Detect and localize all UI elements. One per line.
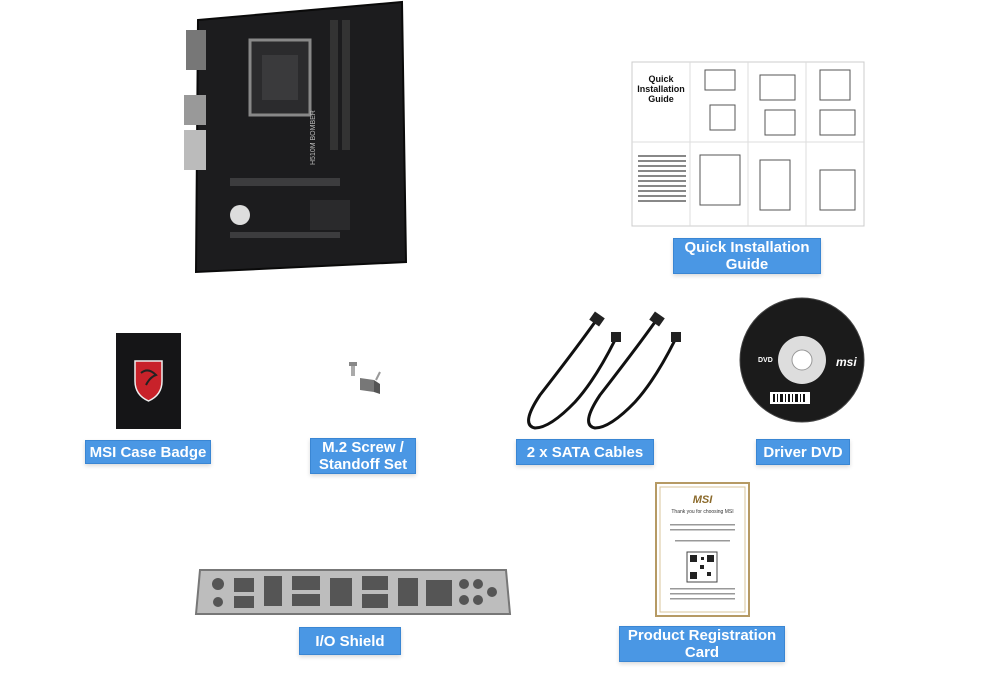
dvd-logo: DVD [758, 357, 773, 364]
driver-dvd-label: Driver DVD [756, 439, 850, 465]
sata-cables-label: 2 x SATA Cables [516, 439, 654, 465]
registration-card-label: Product Registration Card [619, 626, 785, 662]
case-badge-image [116, 333, 181, 429]
io-shield-label: I/O Shield [299, 627, 401, 655]
m2-screw-label: M.2 Screw / Standoff Set [310, 438, 416, 474]
guide-label: Quick Installation Guide [673, 238, 821, 274]
driver-dvd-image: msi DVD [738, 296, 866, 424]
motherboard-model: H510M BOMBER [310, 110, 317, 165]
card-brand: MSI [692, 494, 713, 506]
sata-cables-image [515, 310, 685, 435]
m2-screw-image [340, 358, 390, 398]
io-shield-image [194, 566, 512, 618]
case-badge-label: MSI Case Badge [85, 440, 211, 464]
motherboard-image: H510M BOMBER [180, 0, 410, 275]
guide-cover-title: Quick Installation Guide [637, 74, 685, 104]
registration-card-image: MSI Thank you for choosing MSI [655, 482, 750, 617]
guide-image: Quick Installation Guide [630, 60, 870, 230]
card-thanks: Thank you for choosing MSI [671, 509, 734, 515]
dvd-brand: msi [836, 355, 857, 369]
